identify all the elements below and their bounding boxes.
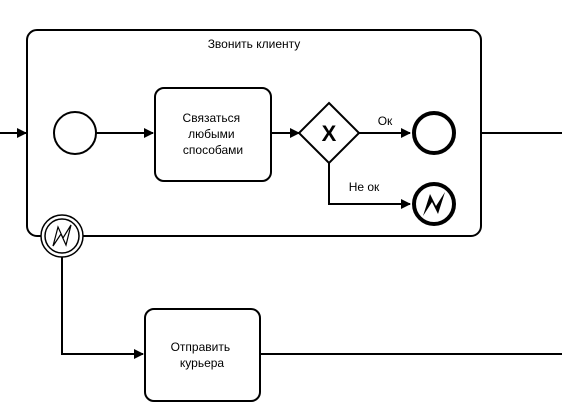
flow-error-to-courier[interactable] xyxy=(61,257,144,359)
flow-not-ok[interactable] xyxy=(328,163,411,209)
start-event[interactable] xyxy=(53,111,97,155)
subprocess-title: Звонить клиенту xyxy=(208,37,301,51)
boundary-error-event[interactable] xyxy=(40,214,84,258)
error-end-event[interactable] xyxy=(412,182,456,226)
task-courier-label: Отправить курьера xyxy=(171,340,234,370)
task-contact-any-means[interactable]: Связаться любыми способами xyxy=(154,87,272,182)
flow-not-ok-label: Не ок xyxy=(349,180,380,194)
end-event[interactable] xyxy=(412,111,456,155)
task-contact-label: Связаться любыми способами xyxy=(183,111,244,157)
flow-ok-label: Ок xyxy=(378,114,393,128)
task-send-courier[interactable]: Отправить курьера xyxy=(144,308,261,402)
lightning-error-icon xyxy=(423,192,445,216)
gateway-x-icon: X xyxy=(322,121,337,146)
boundary-lightning-icon xyxy=(52,224,72,247)
